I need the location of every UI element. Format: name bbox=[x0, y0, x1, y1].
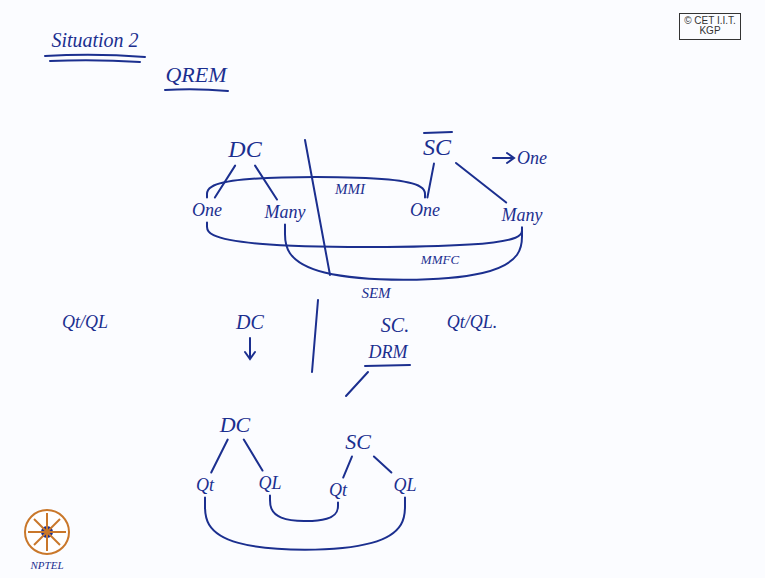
connector-label: MMFC bbox=[419, 253, 461, 267]
term-text: Qt bbox=[196, 476, 214, 495]
arrow-symbol bbox=[493, 153, 514, 163]
term-node: DC bbox=[224, 135, 265, 164]
nptel-logo bbox=[25, 510, 69, 554]
term-node: QL bbox=[389, 474, 420, 497]
term-text: QL bbox=[258, 474, 281, 493]
term: One bbox=[517, 149, 547, 168]
term-node: DC bbox=[216, 411, 255, 438]
connector-label: SEM bbox=[359, 286, 392, 302]
term-text: One bbox=[192, 201, 222, 220]
connector bbox=[456, 163, 506, 203]
term: DC bbox=[236, 312, 264, 333]
term: SC. bbox=[381, 315, 409, 336]
term-node: Many bbox=[261, 201, 310, 224]
divider-line bbox=[305, 140, 330, 275]
logo-text: NPTEL bbox=[30, 560, 63, 572]
term-text: Many bbox=[265, 203, 306, 222]
term-node: SC bbox=[341, 428, 375, 455]
heading: DRM bbox=[369, 343, 408, 362]
term-node: Qt bbox=[192, 474, 218, 497]
heading: Situation 2 bbox=[51, 30, 138, 51]
underline bbox=[50, 60, 140, 62]
overline bbox=[424, 132, 452, 133]
term-text: Qt bbox=[329, 481, 347, 500]
term-node: SC bbox=[419, 133, 455, 162]
term: Qt/QL. bbox=[447, 313, 498, 332]
underline bbox=[45, 55, 145, 57]
connector bbox=[343, 457, 352, 478]
term-text: One bbox=[410, 201, 440, 220]
connector bbox=[211, 440, 228, 473]
underline bbox=[165, 89, 228, 91]
heading: QREM bbox=[165, 63, 226, 86]
term-text: SC bbox=[345, 430, 371, 453]
term-node: One bbox=[188, 199, 226, 222]
term-text: DC bbox=[220, 413, 251, 436]
term-node: QL bbox=[254, 472, 285, 495]
arrow-symbol bbox=[245, 338, 255, 359]
leader-line bbox=[346, 372, 368, 396]
term-text: DC bbox=[228, 137, 261, 162]
connector bbox=[244, 440, 263, 471]
connector bbox=[207, 222, 522, 247]
divider-line bbox=[312, 300, 318, 372]
connector bbox=[285, 224, 522, 279]
connector bbox=[427, 164, 434, 198]
underline bbox=[365, 365, 410, 366]
connector bbox=[374, 457, 391, 473]
term-node: Qt bbox=[325, 479, 351, 502]
term: MMI bbox=[335, 182, 365, 198]
connector bbox=[205, 497, 405, 549]
connector bbox=[207, 177, 425, 198]
term: Qt/QL bbox=[62, 313, 108, 332]
term-text: Many bbox=[502, 206, 543, 225]
term-node: Many bbox=[498, 204, 547, 227]
term-node: One bbox=[406, 199, 444, 222]
connector bbox=[255, 166, 277, 200]
connector bbox=[270, 495, 338, 521]
term-text: QL bbox=[393, 476, 416, 495]
watermark: © CET I.I.T. KGP bbox=[679, 13, 741, 40]
term-text: SC bbox=[423, 135, 451, 160]
